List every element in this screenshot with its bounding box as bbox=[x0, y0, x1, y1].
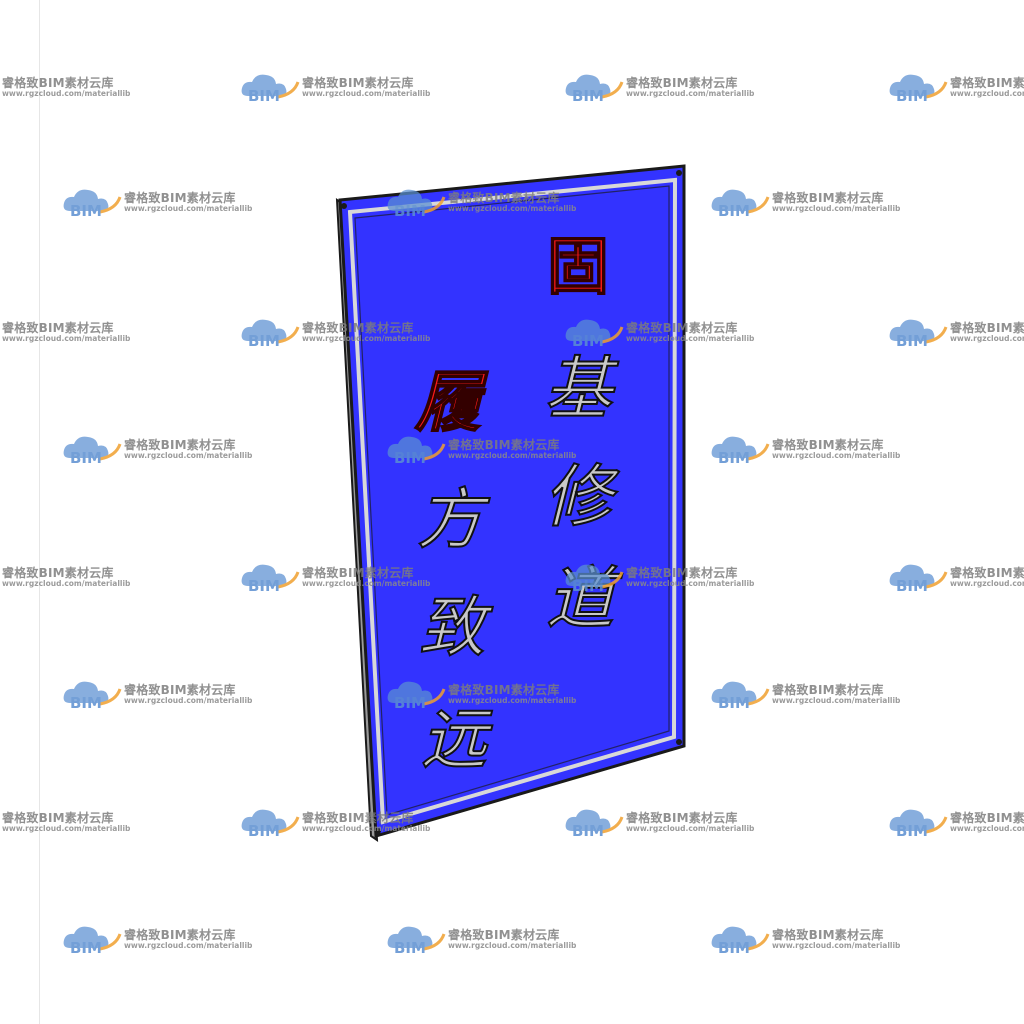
corner-stud-top-left bbox=[341, 203, 347, 209]
sign-character-xiu: 修 bbox=[544, 458, 620, 537]
sign-character-zhi: 致 bbox=[419, 589, 493, 666]
sign-character-yuan: 远 bbox=[421, 701, 493, 778]
sign-character-dao: 道 bbox=[546, 560, 623, 639]
signboard-frame-inner-edge bbox=[354, 185, 670, 816]
corner-stud-top-right bbox=[676, 170, 682, 176]
signboard-frame-border bbox=[347, 177, 678, 825]
corner-stud-bottom-left bbox=[375, 828, 381, 834]
corner-stud-bottom-right bbox=[676, 739, 682, 745]
viewport-guide-line bbox=[39, 0, 40, 1024]
sign-character-lv: 履 bbox=[414, 363, 489, 441]
sign-character-gu: 固 bbox=[547, 230, 609, 303]
sign-character-fang: 方 bbox=[417, 481, 490, 558]
sign-character-ji: 基 bbox=[544, 350, 619, 429]
signboard-panel bbox=[338, 164, 686, 838]
